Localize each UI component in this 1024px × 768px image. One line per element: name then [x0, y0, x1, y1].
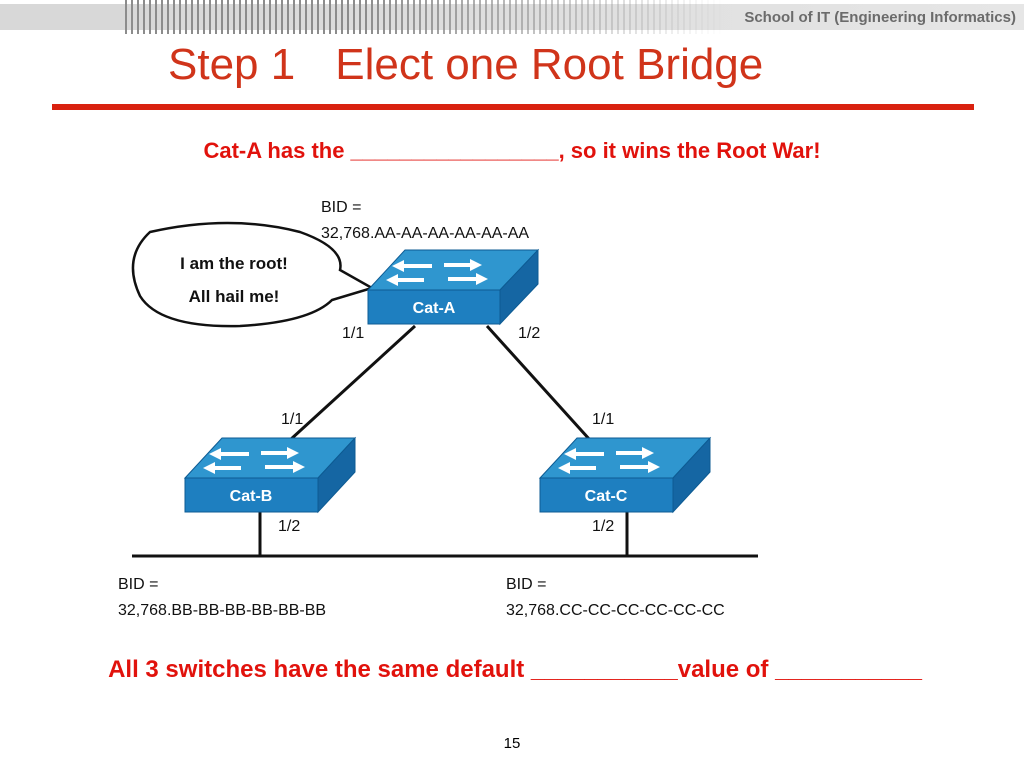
cat-a-port-1-2: 1/2 [518, 325, 540, 342]
slide-title: Step 1 Elect one Root Bridge [168, 40, 763, 90]
switch-arrows-icon [558, 447, 660, 474]
school-label: School of IT (Engineering Informatics) [744, 9, 1016, 26]
switch-cat-a-label: Cat-A [413, 300, 456, 317]
link-cat-a-to-cat-b [288, 324, 417, 442]
switch-cat-c: Cat-C [538, 436, 712, 514]
cat-b-bid-value: 32,768.BB-BB-BB-BB-BB-BB [118, 602, 326, 619]
title-underline [52, 104, 974, 110]
cat-b-port-1-1: 1/1 [281, 411, 303, 428]
cat-b-bid-label: BID = [118, 576, 158, 593]
bubble-line-1: I am the root! [180, 254, 288, 273]
slide-title-text: Elect one Root Bridge [335, 40, 764, 89]
question-prompt-bottom: All 3 switches have the same default ___… [108, 656, 922, 683]
cat-c-bid-value: 32,768.CC-CC-CC-CC-CC-CC [506, 602, 725, 619]
cat-a-bid-label: BID = [321, 199, 361, 216]
header-band: School of IT (Engineering Informatics) [0, 0, 1024, 34]
cat-a-port-1-1: 1/1 [342, 325, 364, 342]
switch-arrows-icon [203, 447, 305, 474]
switch-cat-b: Cat-B [183, 436, 357, 514]
cat-a-bid-value: 32,768.AA-AA-AA-AA-AA-AA [321, 225, 529, 242]
switch-cat-a: Cat-A [366, 248, 540, 326]
cat-c-bid-label: BID = [506, 576, 546, 593]
cat-b-port-1-2: 1/2 [278, 518, 300, 535]
page-number: 15 [503, 735, 521, 752]
switch-cat-c-label: Cat-C [585, 488, 628, 505]
bubble-line-2: All hail me! [189, 287, 280, 306]
header-barcode-decoration [125, 0, 725, 34]
question-prompt-top: Cat-A has the _________________, so it w… [203, 138, 821, 163]
speech-bubble: I am the root! All hail me! [131, 221, 376, 328]
slide-title-step: Step 1 [168, 40, 296, 89]
link-cat-a-to-cat-c [485, 324, 592, 442]
cat-c-port-1-2: 1/2 [592, 518, 614, 535]
switch-cat-b-label: Cat-B [230, 488, 273, 505]
switch-arrows-icon [386, 259, 488, 286]
cat-c-port-1-1: 1/1 [592, 411, 614, 428]
